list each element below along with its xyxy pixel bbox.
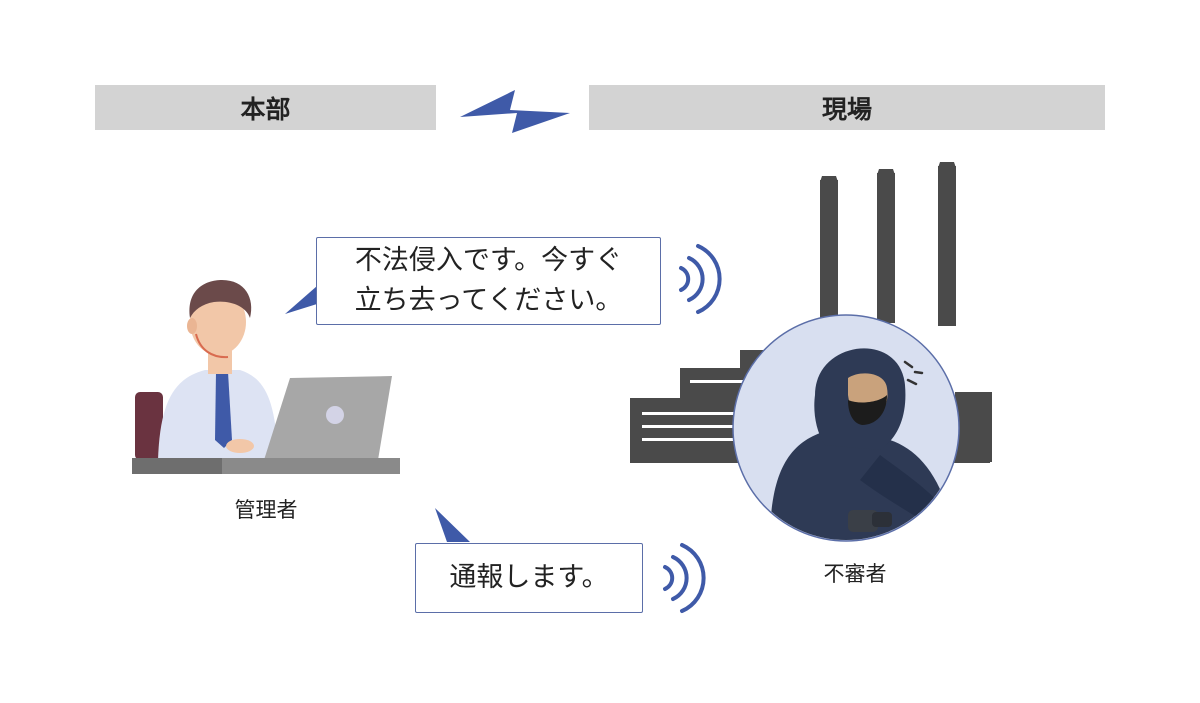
admin-caption: 管理者 xyxy=(234,498,298,522)
hq-header: 本部 xyxy=(95,85,436,130)
report-text: 通報します。 xyxy=(449,562,609,593)
warning-speech-bubble: 不法侵入です。今すぐ 立ち去ってください。 xyxy=(316,237,661,325)
report-speech-bubble: 通報します。 xyxy=(415,543,643,613)
warning-line-1: 不法侵入です。今すぐ xyxy=(354,245,623,276)
hq-label: 本部 xyxy=(240,94,291,124)
factory-windows xyxy=(642,380,760,441)
radio-waves-icon xyxy=(679,244,722,314)
alert-marks xyxy=(903,360,924,386)
warning-line-2: 立ち去ってください。 xyxy=(354,285,623,316)
lightning-bolt-icon xyxy=(460,90,570,133)
site-label: 現場 xyxy=(821,94,872,124)
report-bubble-tail xyxy=(435,508,470,542)
intruder-caption: 不審者 xyxy=(823,562,887,586)
radio-waves-icon xyxy=(663,543,706,613)
warning-bubble-tail xyxy=(285,286,317,314)
intruder-illustration xyxy=(732,314,960,542)
site-header: 現場 xyxy=(589,85,1105,130)
admin-illustration xyxy=(132,280,400,474)
